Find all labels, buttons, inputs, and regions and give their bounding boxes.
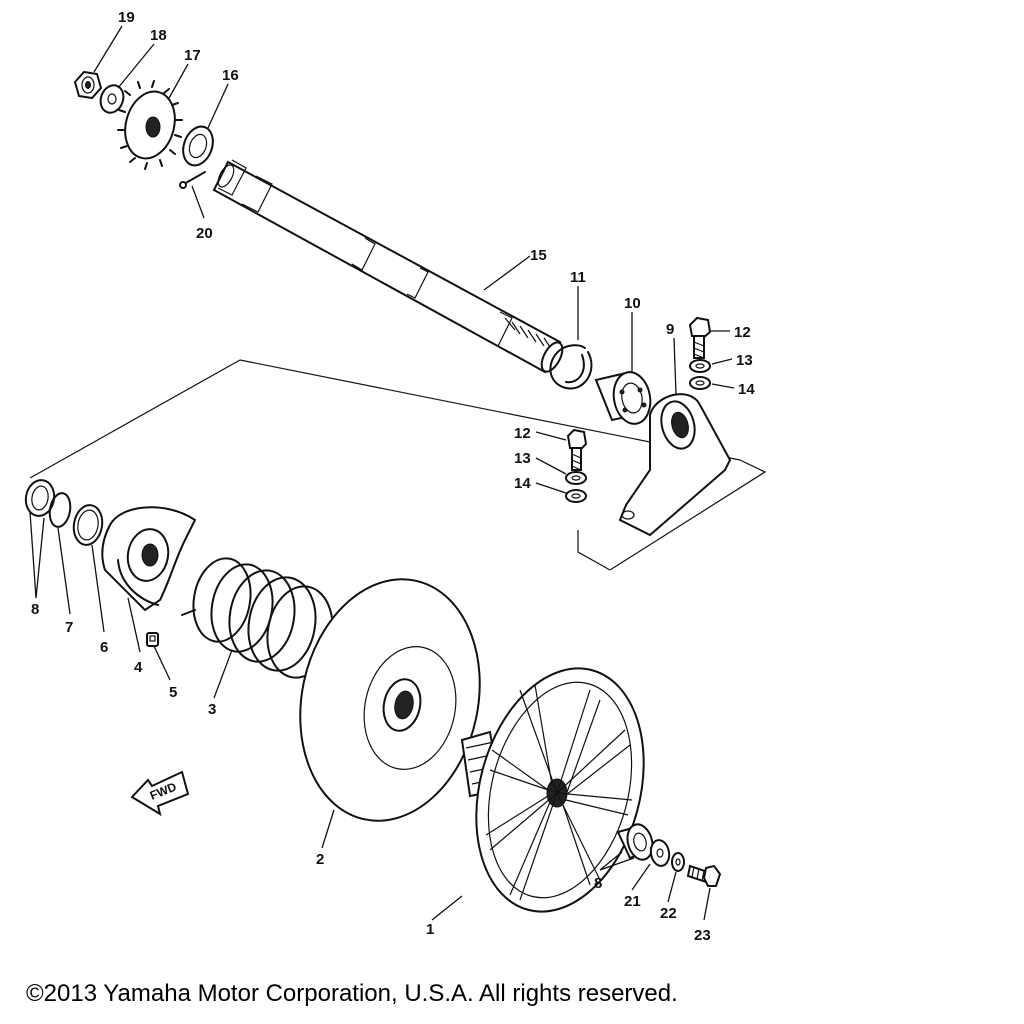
- label-21: 21: [624, 893, 641, 910]
- part-20-pin[interactable]: [179, 171, 206, 189]
- label-14-lower: 14: [514, 475, 531, 492]
- label-5: 5: [169, 684, 177, 701]
- label-1: 1: [426, 921, 434, 938]
- part-5-slider[interactable]: [146, 632, 159, 647]
- label-15: 15: [530, 247, 547, 264]
- part-13-lock-washer-lower[interactable]: [565, 471, 587, 485]
- label-8-left: 8: [31, 601, 39, 618]
- part-21-washer[interactable]: [649, 839, 671, 868]
- label-17: 17: [184, 47, 201, 64]
- label-23: 23: [694, 927, 711, 944]
- part-23-bolt[interactable]: [686, 864, 722, 887]
- part-2-movable-sheave[interactable]: [279, 562, 502, 837]
- label-2: 2: [316, 851, 324, 868]
- label-4: 4: [134, 659, 143, 676]
- label-16: 16: [222, 67, 239, 84]
- part-14-washer-upper[interactable]: [689, 376, 711, 390]
- label-12-lower: 12: [514, 425, 531, 442]
- label-14-upper: 14: [738, 381, 755, 398]
- part-8-bushing-right[interactable]: [616, 822, 656, 863]
- part-11-circlip[interactable]: [549, 344, 593, 390]
- label-20: 20: [196, 225, 213, 242]
- part-6-washer[interactable]: [71, 503, 106, 547]
- label-3: 3: [208, 701, 216, 718]
- part-labels: 19 18 17 16 20 15 11 10 9 12 13 14 12 13…: [31, 9, 755, 944]
- label-13-upper: 13: [736, 352, 753, 369]
- part-12-bolt-lower[interactable]: [566, 428, 588, 471]
- part-10-bearing[interactable]: [594, 369, 654, 426]
- label-12-upper: 12: [734, 324, 751, 341]
- part-7-ring[interactable]: [47, 492, 73, 529]
- part-16-bearing[interactable]: [178, 122, 218, 169]
- part-22-lock-washer[interactable]: [671, 852, 685, 872]
- part-12-bolt-upper[interactable]: [688, 316, 712, 359]
- part-8-bushing-left[interactable]: [23, 478, 57, 518]
- part-1-fixed-sheave[interactable]: [451, 650, 670, 931]
- copyright-notice: ©2013 Yamaha Motor Corporation, U.S.A. A…: [26, 980, 678, 1007]
- part-19-nut[interactable]: [73, 70, 103, 100]
- part-14-washer-lower[interactable]: [565, 489, 587, 503]
- part-13-lock-washer-upper[interactable]: [689, 359, 711, 373]
- label-13-lower: 13: [514, 450, 531, 467]
- label-11: 11: [570, 269, 586, 286]
- label-22: 22: [660, 905, 677, 922]
- label-9: 9: [666, 321, 674, 338]
- part-18-washer[interactable]: [97, 82, 127, 116]
- label-6: 6: [100, 639, 108, 656]
- leader-lines: [29, 25, 735, 921]
- part-17-sprocket[interactable]: [117, 80, 183, 170]
- part-15-shaft[interactable]: [212, 159, 567, 375]
- part-4-cam[interactable]: [101, 506, 197, 612]
- part-9-bracket[interactable]: [618, 393, 732, 537]
- fwd-arrow-icon: FWD: [130, 770, 190, 817]
- label-19: 19: [118, 9, 135, 26]
- label-10: 10: [624, 295, 641, 312]
- label-7: 7: [65, 619, 73, 636]
- label-18: 18: [150, 27, 167, 44]
- label-8-right: 8: [594, 875, 602, 892]
